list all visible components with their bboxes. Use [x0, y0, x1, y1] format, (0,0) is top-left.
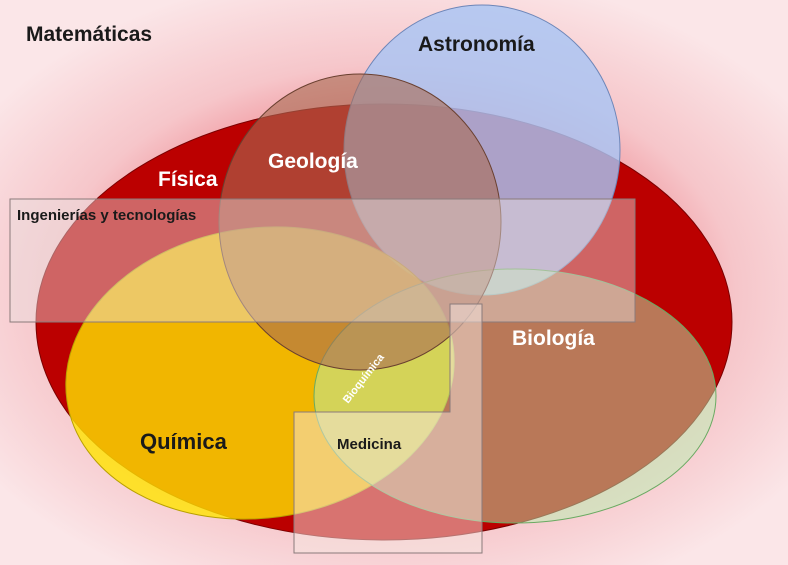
- quimica-label: Química: [140, 429, 228, 454]
- title-label: Matemáticas: [26, 23, 152, 46]
- geologia-label: Geología: [268, 150, 358, 173]
- geologia-region: [218, 73, 502, 371]
- fisica-label: Física: [158, 168, 218, 191]
- ingenierias-region: [9, 198, 636, 323]
- biologia-label: Biología: [512, 327, 595, 350]
- medicina-region: [293, 303, 483, 554]
- ingenierias-label: Ingenierías y tecnologías: [17, 207, 196, 224]
- medicina-label: Medicina: [337, 436, 402, 453]
- astronomia-label: Astronomía: [418, 33, 535, 56]
